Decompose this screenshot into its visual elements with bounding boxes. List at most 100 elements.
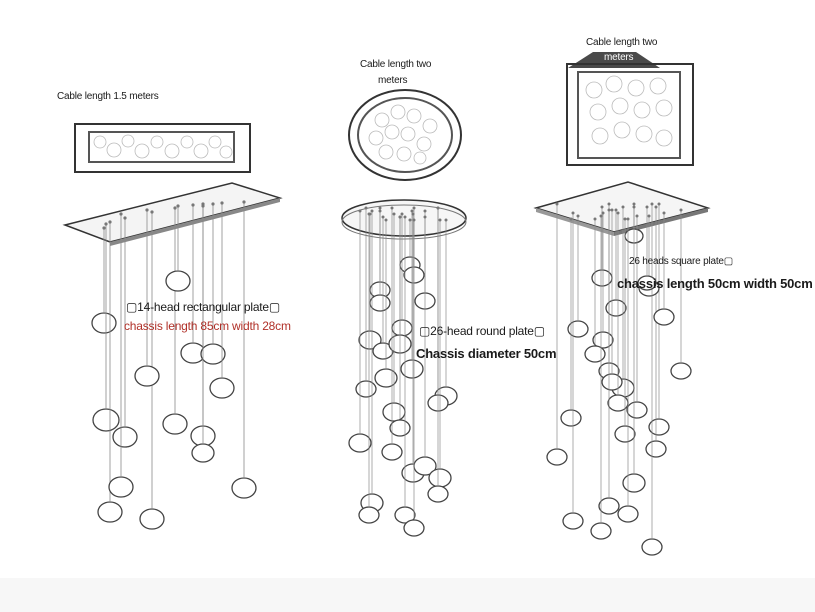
round-pendant-globe: [389, 419, 411, 437]
square-socket: [600, 205, 604, 209]
square-pendant-globe: [645, 440, 667, 458]
rect-socket: [108, 220, 112, 224]
round-socket: [390, 206, 394, 210]
round-socket: [400, 212, 404, 216]
square-socket: [555, 202, 559, 206]
round-plate-edge: [341, 204, 467, 240]
square-chassis-label: chassis length 50cm width 50cm: [617, 276, 813, 291]
square-socket: [599, 214, 603, 218]
rect-pendant-globe: [134, 365, 160, 387]
square-pendant-globe: [648, 418, 670, 436]
square-socket: [679, 208, 683, 212]
round-pendant-globe: [427, 485, 449, 503]
square-pendant-globe: [592, 331, 614, 349]
round-pendant-globe: [382, 402, 406, 422]
rect-top-view: [74, 123, 251, 173]
square-top-view: [566, 52, 694, 166]
rect-pendant-globe: [97, 501, 123, 523]
square-plate: [533, 181, 711, 236]
square-plate-edge-left: [536, 208, 614, 236]
square-pendant-globe: [641, 538, 663, 556]
round-pendant-globe: [391, 319, 413, 337]
bottom-strip: [0, 578, 815, 612]
round-socket: [408, 218, 412, 222]
square-socket: [626, 217, 630, 221]
square-socket: [576, 214, 580, 218]
round-socket: [412, 206, 416, 210]
square-pendant-globe: [590, 522, 612, 540]
square-socket: [650, 202, 654, 206]
rect-socket: [201, 204, 205, 208]
rect-pendants: [91, 200, 257, 530]
rect-pendant-globe: [191, 443, 215, 463]
square-cable-label-line2: meters: [604, 52, 634, 63]
round-pendant-globe: [381, 443, 403, 461]
rect-pendant-globe: [139, 508, 165, 530]
rect-socket: [220, 201, 224, 205]
rect-top-view-bubbles: [93, 134, 233, 159]
round-socket: [378, 209, 382, 213]
square-pendant-globe: [626, 401, 648, 419]
square-socket: [601, 211, 605, 215]
rect-plate-edge: [110, 198, 280, 246]
square-pendant-globe: [653, 308, 675, 326]
round-chassis-label: Chassis diameter 50cm: [416, 346, 557, 361]
rect-socket: [102, 226, 106, 230]
round-socket: [412, 218, 416, 222]
square-socket: [616, 211, 620, 215]
round-socket: [438, 218, 442, 222]
rect-plate: [62, 182, 283, 246]
round-socket: [381, 215, 385, 219]
round-pendant-globe: [400, 359, 424, 379]
round-pendant-globe: [403, 519, 425, 537]
rect-heads-label: ▢14-head rectangular plate▢: [126, 300, 281, 314]
rect-pendant-globe: [91, 312, 117, 334]
round-top-view: [348, 89, 462, 181]
round-socket: [436, 206, 440, 210]
round-socket: [423, 215, 427, 219]
square-socket: [623, 217, 627, 221]
square-socket: [607, 208, 611, 212]
round-socket: [410, 209, 414, 213]
rect-pendant-globe: [108, 476, 134, 498]
rect-cable-label: Cable length 1.5 meters: [57, 91, 159, 102]
rect-socket: [119, 212, 123, 216]
square-socket: [647, 214, 651, 218]
round-pendant-globe: [369, 294, 391, 312]
rect-socket: [211, 202, 215, 206]
round-pendant-globe: [428, 468, 452, 488]
rect-socket: [150, 210, 154, 214]
square-pendant-globe: [617, 505, 639, 523]
square-heads-label: 26 heads square plate▢: [629, 256, 734, 267]
square-socket: [635, 214, 639, 218]
round-cable-label-line2: meters: [378, 75, 408, 86]
rect-socket: [242, 200, 246, 204]
square-socket: [593, 217, 597, 221]
square-pendant-globe: [614, 425, 636, 443]
round-pendants: [348, 206, 458, 537]
round-socket: [384, 218, 388, 222]
rect-pendant-globe: [92, 408, 120, 432]
square-socket: [621, 205, 625, 209]
square-pendant-globe: [637, 275, 657, 291]
round-socket: [358, 209, 362, 213]
round-pendant-globe: [374, 368, 398, 388]
square-socket: [645, 205, 649, 209]
square-pendant-globe: [605, 299, 627, 317]
round-heads-label: ▢26-head round plate▢: [419, 324, 545, 338]
round-socket: [444, 218, 448, 222]
rect-pendant-globe: [162, 413, 188, 435]
square-socket: [569, 217, 573, 221]
round-socket: [423, 209, 427, 213]
rect-socket: [191, 203, 195, 207]
rect-socket: [173, 206, 177, 210]
square-socket: [662, 211, 666, 215]
square-pendant-globe: [670, 362, 692, 380]
square-pendants: [546, 202, 692, 556]
round-socket: [392, 212, 396, 216]
round-socket: [367, 212, 371, 216]
rect-socket: [123, 216, 127, 220]
rect-chassis-label: chassis length 85cm width 28cm: [124, 319, 291, 333]
